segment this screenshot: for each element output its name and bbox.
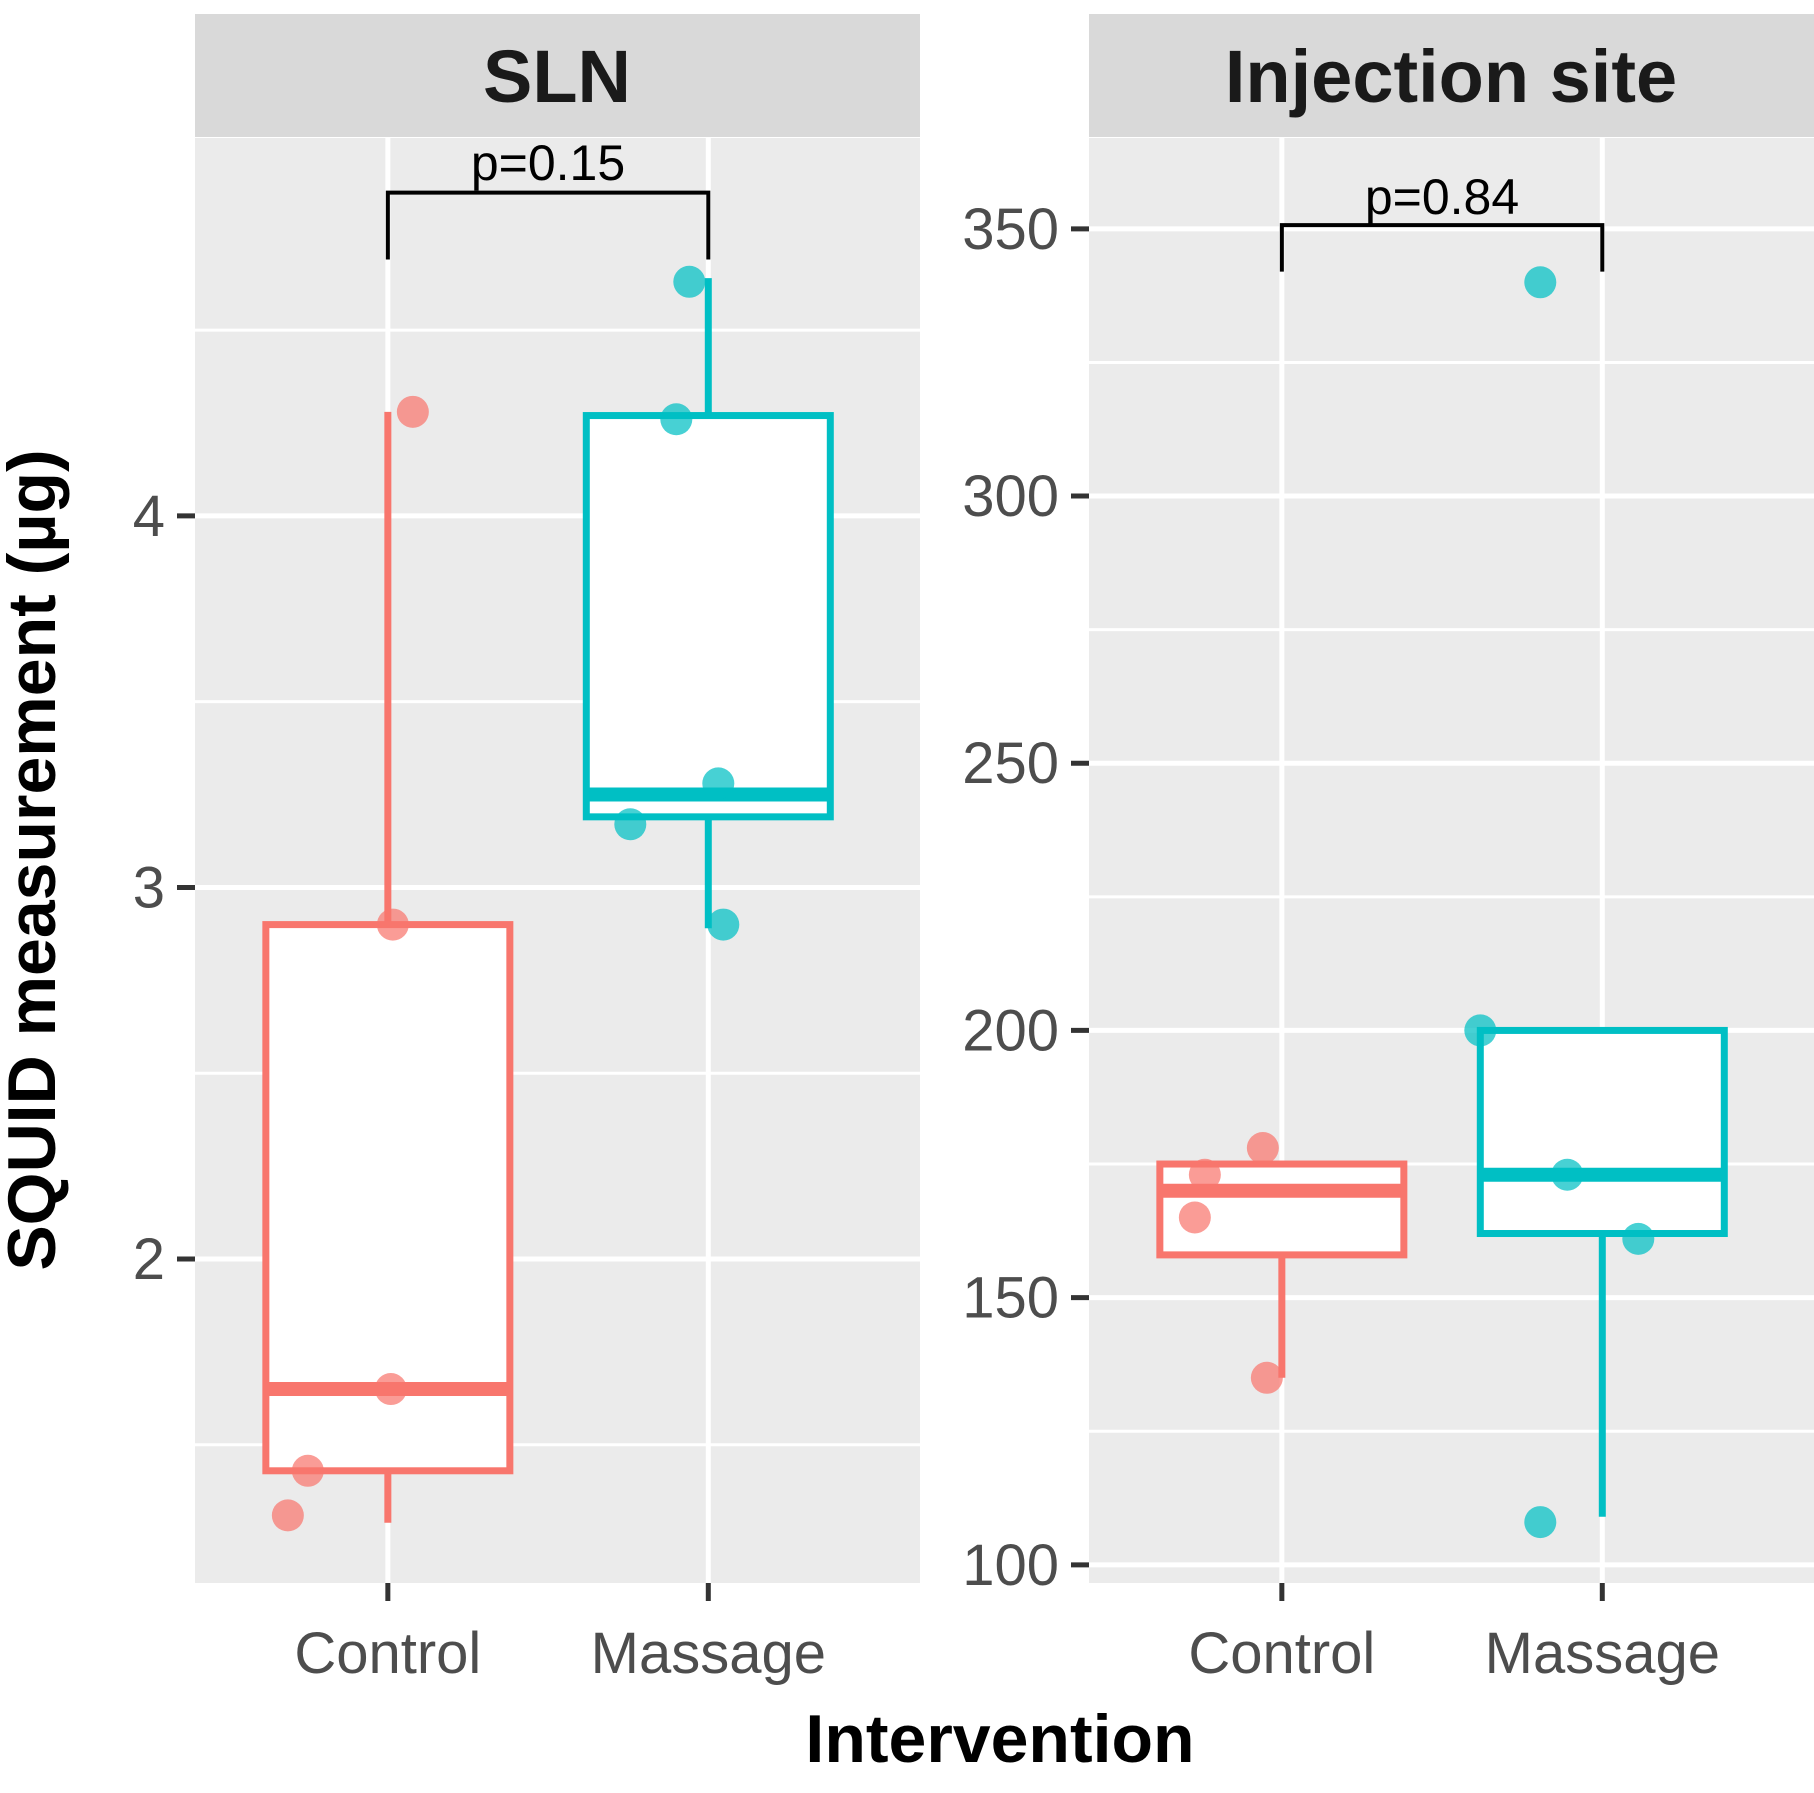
boxplot-box-massage — [1476, 1026, 1728, 1238]
facet-strip-label-injection-site: Injection site — [1225, 35, 1677, 118]
jitter-point-massage — [1551, 1158, 1584, 1191]
jitter-point-massage — [1524, 266, 1557, 299]
jitter-point-massage — [673, 265, 706, 298]
jitter-point-massage — [1622, 1222, 1655, 1255]
jitter-point-control — [1246, 1132, 1279, 1165]
panel-background — [1089, 138, 1814, 1583]
x-tick-label: Control — [294, 1621, 481, 1686]
jitter-point-control — [1188, 1158, 1221, 1191]
jitter-point-massage — [1524, 1506, 1557, 1539]
p-value-label-sln: p=0.15 — [471, 135, 625, 191]
jitter-point-control — [396, 395, 429, 428]
y-tick-label: 3 — [133, 855, 165, 920]
jitter-point-control — [1178, 1201, 1211, 1234]
y-tick-label: 2 — [133, 1227, 165, 1292]
jitter-point-control — [376, 908, 409, 941]
jitter-point-massage — [614, 808, 647, 841]
jitter-point-control — [1250, 1361, 1283, 1394]
jitter-point-massage — [707, 908, 740, 941]
boxplot-box-massage — [582, 412, 834, 821]
jitter-point-control — [374, 1373, 407, 1406]
jitter-point-massage — [1464, 1014, 1497, 1047]
significance-bracket — [385, 190, 711, 260]
significance-bracket — [1279, 223, 1605, 272]
x-axis-title: Intervention — [805, 1701, 1194, 1777]
jitter-point-massage — [702, 767, 735, 800]
jitter-point-control — [291, 1454, 324, 1487]
x-tick-label: Massage — [591, 1621, 826, 1686]
y-tick-label: 350 — [962, 197, 1059, 262]
y-tick-label: 100 — [962, 1533, 1059, 1598]
y-tick-label: 250 — [962, 731, 1059, 796]
y-tick-label: 300 — [962, 464, 1059, 529]
jitter-point-control — [271, 1499, 304, 1532]
facet-strip-label-sln: SLN — [483, 35, 631, 118]
x-tick-label: Control — [1188, 1621, 1375, 1686]
y-axis-title: SQUID measurement (µg) — [0, 449, 70, 1270]
jitter-point-massage — [660, 403, 693, 436]
facet-strip — [1089, 14, 1814, 137]
facet-strip — [195, 14, 920, 137]
y-tick-label: 150 — [962, 1266, 1059, 1331]
y-tick-label: 4 — [133, 484, 165, 549]
p-value-label-injection-site: p=0.84 — [1365, 169, 1519, 225]
y-tick-label: 200 — [962, 998, 1059, 1063]
x-tick-label: Massage — [1485, 1621, 1720, 1686]
